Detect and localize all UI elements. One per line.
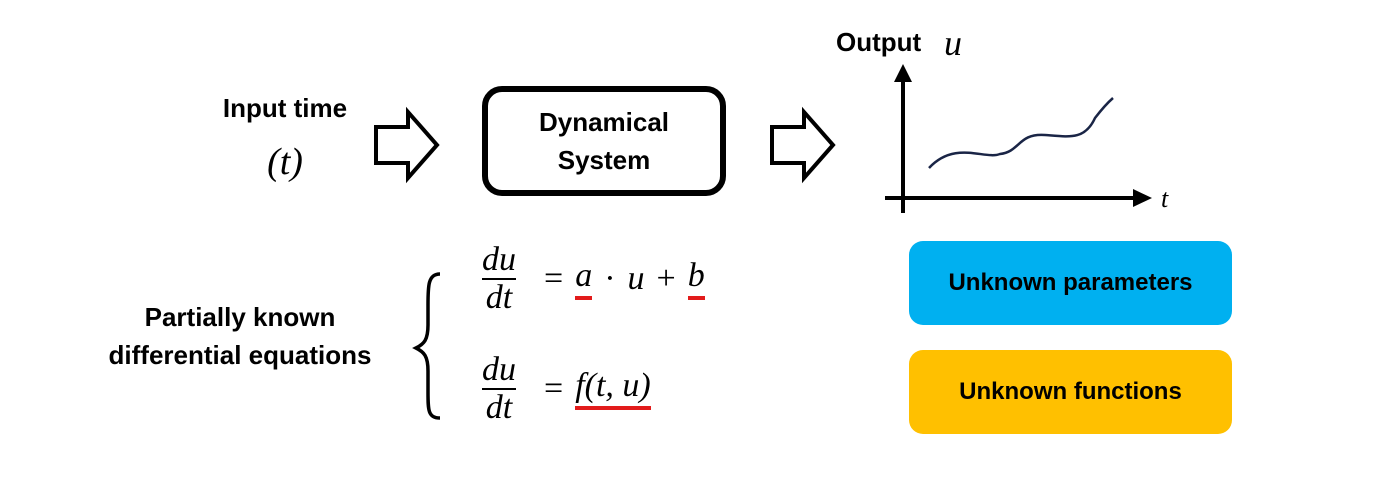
output-y-axis-arrowhead xyxy=(894,64,912,82)
unknown-function-f: f(t, u) xyxy=(575,368,651,410)
equals-sign: = xyxy=(544,370,564,407)
input-time-variable: (t) xyxy=(267,141,303,183)
unknown-functions-label: Unknown functions xyxy=(959,378,1182,405)
variable-u: u xyxy=(627,260,645,297)
output-curve xyxy=(928,97,1114,169)
output-title: Output xyxy=(836,27,922,57)
fraction-numerator: du xyxy=(482,351,516,388)
dynamical-system-box: Dynamical System xyxy=(482,86,726,196)
output-x-axis-arrowhead xyxy=(1133,189,1152,207)
unknown-parameter-b: b xyxy=(687,258,705,300)
derivative-fraction: du dt xyxy=(478,242,520,316)
derivative-fraction: du dt xyxy=(478,352,520,426)
unknown-parameter-a: a xyxy=(575,258,593,300)
unknown-parameters-box: Unknown parameters xyxy=(909,241,1232,325)
output-x-axis-label: t xyxy=(1161,184,1169,213)
dynamical-system-label-line1: Dynamical xyxy=(538,107,670,137)
partially-known-equations-label-line2: differential equations xyxy=(108,340,372,370)
plus-sign: + xyxy=(656,260,676,297)
unknown-functions-box: Unknown functions xyxy=(909,350,1232,434)
fraction-denominator: dt xyxy=(481,278,517,316)
output-variable: u xyxy=(944,23,962,63)
output-arrow xyxy=(770,106,836,184)
input-arrow xyxy=(374,106,440,184)
equals-sign: = xyxy=(544,260,564,297)
partially-known-equations-label-line1: Partially known xyxy=(144,302,336,332)
dynamical-system-label-line2: System xyxy=(557,145,651,175)
partially-known-equations-label: Partially known differential equations xyxy=(85,298,395,374)
left-brace xyxy=(412,272,441,420)
input-time-label: Input time xyxy=(222,93,348,123)
dynamical-system-label: Dynamical System xyxy=(504,103,704,179)
fraction-denominator: dt xyxy=(481,388,517,426)
equation-functions: du dt = f(t, u) xyxy=(478,352,651,426)
multiply-dot: · xyxy=(604,260,616,297)
unknown-parameters-label: Unknown parameters xyxy=(948,269,1193,296)
equation-parameters: du dt = a · u + b xyxy=(478,242,705,316)
fraction-numerator: du xyxy=(482,241,516,278)
